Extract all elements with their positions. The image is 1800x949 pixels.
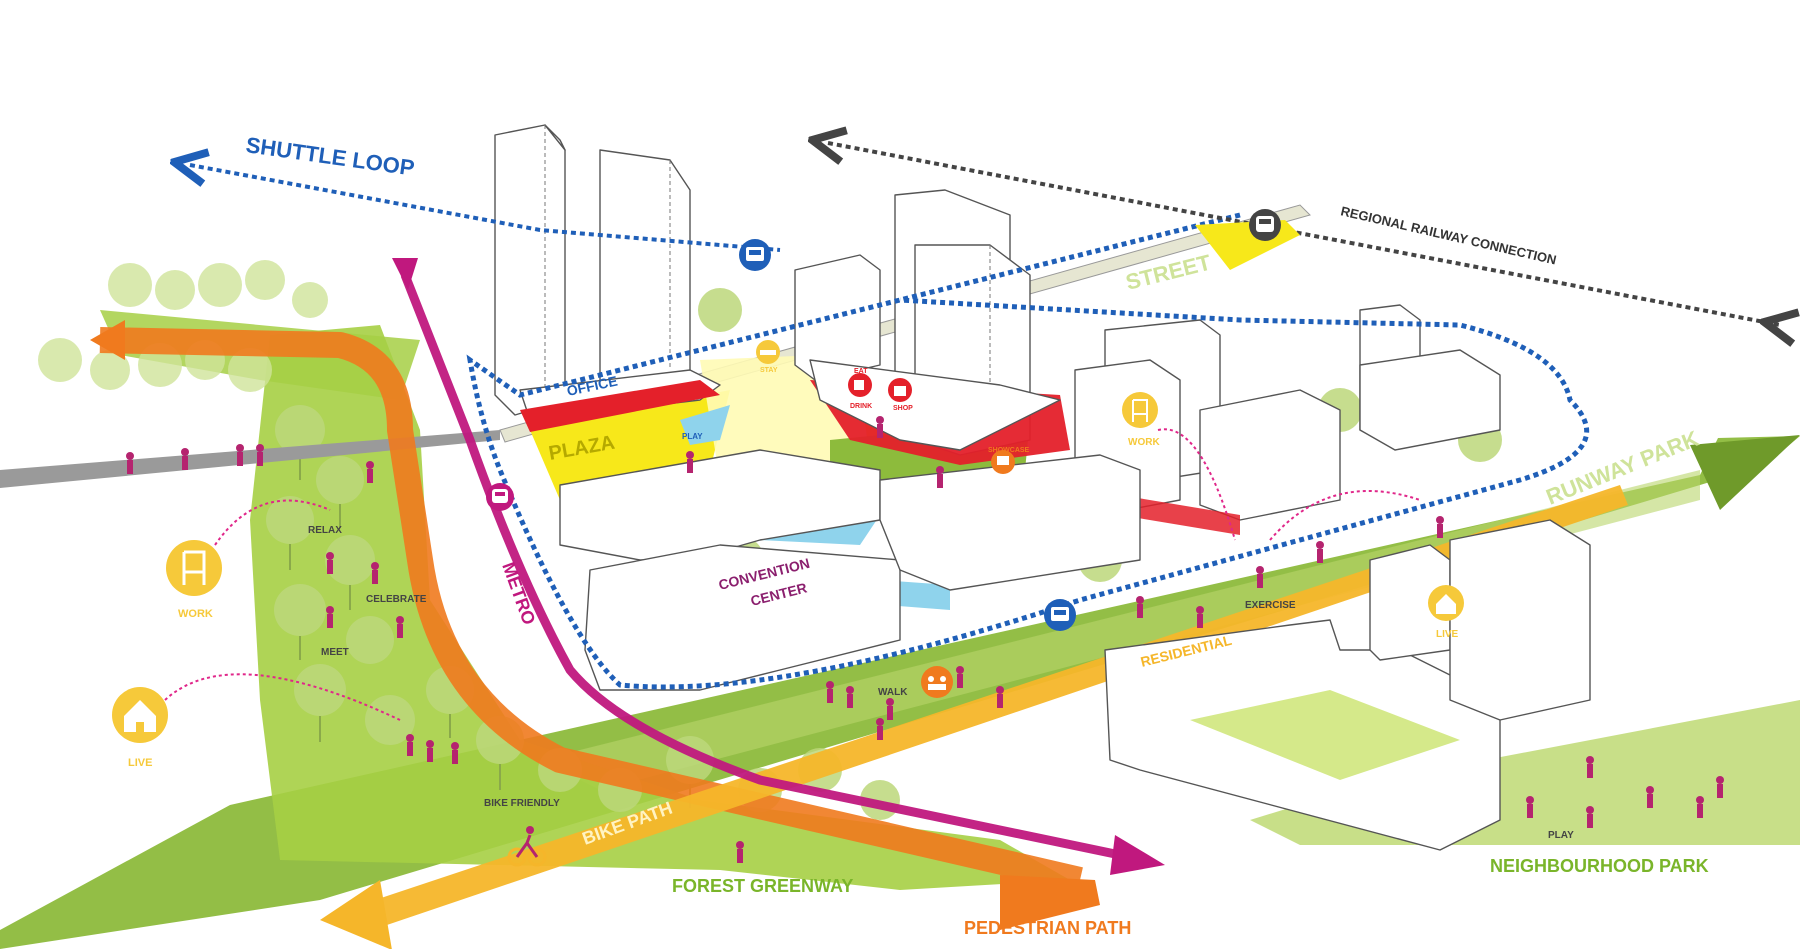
bicycle-icon (507, 826, 547, 867)
shuttle-loop-arrow (190, 165, 781, 252)
group-icon (921, 666, 953, 698)
metro-arrow-bottom (1110, 835, 1165, 875)
work-right-label: WORK (1128, 437, 1160, 448)
drink-label: DRINK (850, 403, 872, 410)
exercise-label: EXERCISE (1245, 600, 1296, 611)
walk-label: WALK (878, 687, 908, 698)
work-left-label: WORK (178, 608, 213, 620)
bed-icon (756, 340, 780, 364)
stay-label: STAY (760, 367, 778, 374)
bike-friendly-label: BIKE FRIENDLY (484, 798, 560, 809)
train-icon (486, 483, 514, 511)
easel-icon (991, 450, 1015, 474)
forest-greenway-label: FOREST GREENWAY (672, 876, 853, 896)
cup-icon (848, 373, 872, 397)
showcase-label: SHOWCASE (988, 447, 1030, 454)
play-plaza-label: PLAY (682, 432, 703, 441)
neighbourhood-park-label: NEIGHBOURHOOD PARK (1490, 856, 1709, 876)
shuttle-loop-route (466, 212, 1590, 690)
buildings (494, 124, 1591, 851)
regional-railway-label: REGIONAL RAILWAY CONNECTION (1339, 203, 1558, 267)
train-icon (1249, 209, 1281, 241)
bike-arrow-left (320, 880, 392, 949)
runway-park-arrow (1690, 435, 1800, 510)
eat-label: EAT (854, 368, 868, 375)
shuttle-loop-label: SHUTTLE LOOP (244, 132, 416, 180)
house-icon (1428, 585, 1464, 621)
chair-icon (1122, 392, 1158, 428)
play-park-label: PLAY (1548, 830, 1574, 841)
house-icon (112, 687, 168, 743)
meet-label: MEET (321, 647, 349, 658)
pedestrian-arrow-left (90, 320, 125, 360)
celebrate-label: CELEBRATE (366, 594, 427, 605)
pedestrian-arrow-right (1000, 875, 1100, 930)
bus-icon (739, 239, 771, 271)
pedestrian-path-route (99, 327, 1083, 893)
people-figures (126, 416, 1724, 863)
shop-label: SHOP (893, 405, 913, 412)
shopping-bag-icon (888, 378, 912, 402)
metro-arrow-top (392, 258, 418, 290)
bus-icon (1044, 599, 1076, 631)
residential-courtyard (1190, 690, 1460, 780)
left-road (0, 430, 500, 488)
live-left-label: LIVE (128, 757, 152, 769)
live-right-label: LIVE (1436, 629, 1459, 640)
pedestrian-path-label: PEDESTRIAN PATH (964, 918, 1131, 938)
connector-arrows (164, 428, 1421, 721)
office-retail-red (520, 380, 720, 432)
chair-icon (166, 540, 222, 596)
relax-label: RELAX (308, 525, 342, 536)
bike-path-band (360, 485, 1628, 930)
